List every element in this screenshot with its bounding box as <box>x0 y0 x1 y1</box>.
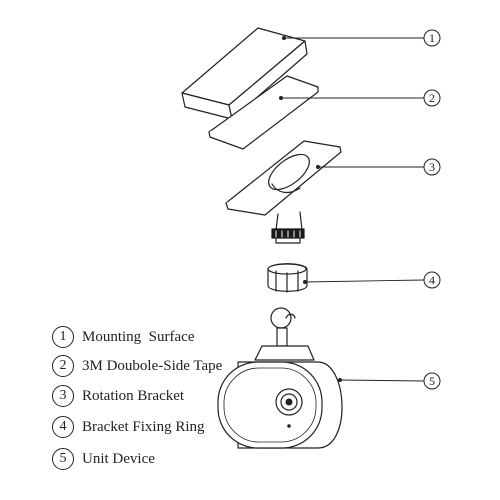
legend-number: 3 <box>52 385 74 407</box>
legend-label: Unit Device <box>82 450 155 467</box>
rotation-bracket-part <box>225 140 342 244</box>
legend-number: 1 <box>52 326 74 348</box>
callout-number-4: 4 <box>429 273 435 287</box>
callout-circle-5 <box>423 372 441 390</box>
legend-number: 4 <box>52 416 74 438</box>
legend-item-unit-device: 5 Unit Device <box>52 446 155 472</box>
legend-label: 3M Doubole-Side Tape <box>82 357 223 374</box>
legend-item-double-side-tape: 2 3M Doubole-Side Tape <box>52 353 222 379</box>
callout-circle-4 <box>423 271 441 289</box>
legend-item-rotation-bracket: 3 Rotation Bracket <box>52 383 184 409</box>
legend-item-mounting-surface: 1 Mounting Surface <box>52 324 194 350</box>
leader-line-5 <box>339 379 425 382</box>
callout-number-3: 3 <box>429 160 435 174</box>
callout-markers <box>423 29 441 390</box>
leader-line-4 <box>304 279 425 283</box>
legend-item-bracket-fixing-ring: 4 Bracket Fixing Ring <box>52 414 205 440</box>
callout-number-2: 2 <box>429 91 435 105</box>
bracket-fixing-ring-part <box>267 263 308 293</box>
legend-label: Rotation Bracket <box>82 387 185 404</box>
legend-label: Bracket Fixing Ring <box>82 418 205 435</box>
mounting-surface-part <box>181 27 308 120</box>
legend-number: 5 <box>52 448 74 470</box>
double-side-tape-part <box>208 75 319 150</box>
callout-circle-3 <box>423 158 441 176</box>
callout-number-5: 5 <box>429 374 435 388</box>
legend-number: 2 <box>52 355 74 377</box>
callout-circle-1 <box>423 29 441 47</box>
leader-lines <box>280 37 425 382</box>
unit-device-part <box>217 307 343 449</box>
callout-circle-2 <box>423 89 441 107</box>
callout-number-1: 1 <box>429 31 435 45</box>
legend-label: Mounting Surface <box>82 328 195 345</box>
